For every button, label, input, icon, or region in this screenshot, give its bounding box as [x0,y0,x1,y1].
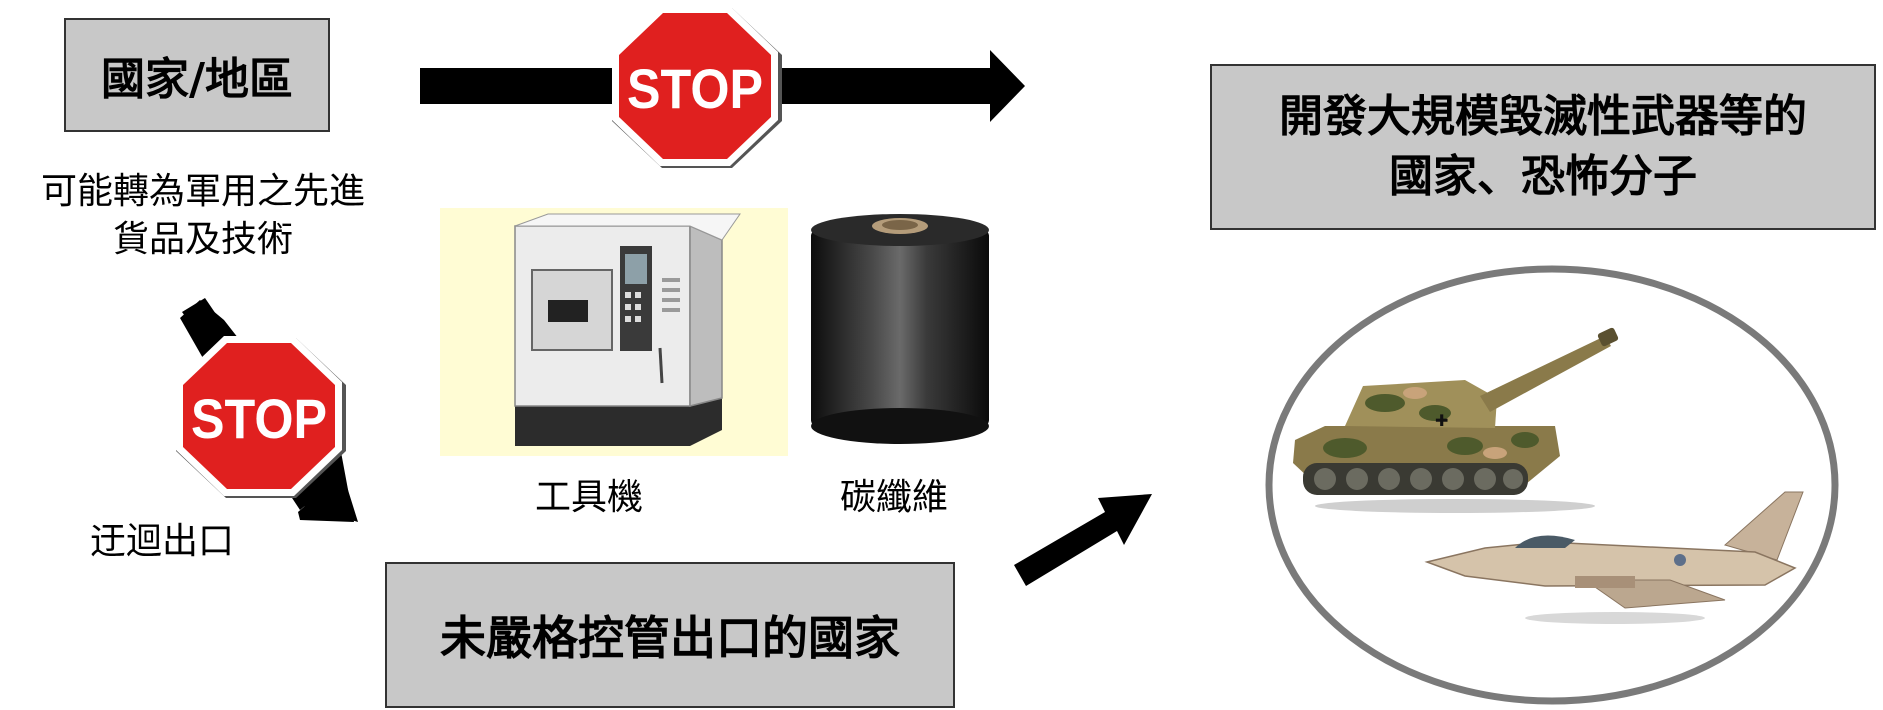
goods-caption-line2: 貨品及技術 [112,219,293,260]
stop-sign-top-text: STOP [627,57,763,120]
target-country-line2: 國家、恐怖分子 [1389,151,1697,202]
goods-caption: 可能轉為軍用之先進 貨品及技術 [10,168,396,264]
stop-sign-left-text: STOP [191,387,327,450]
lax-export-country-box: 未嚴格控管出口的國家 [385,562,955,708]
stop-sign-left: STOP [176,336,346,498]
svg-text:✚: ✚ [1435,411,1448,430]
item-label-carbon-fiber: 碳纖維 [840,477,949,518]
target-country-line1: 開發大規模毀滅性武器等的 [1279,91,1807,142]
target-country-box: 開發大規模毀滅性武器等的 國家、恐怖分子 [1210,64,1876,230]
carbon-fiber-spool-image [811,214,989,444]
tank-icon: ✚ [1293,327,1619,513]
detour-caption: 迂迴出口 [90,521,235,562]
fighter-jet-icon [1424,491,1804,624]
source-country-box: 國家/地區 [64,18,330,132]
machine-tool-image [440,208,788,456]
item-label-machine-tool: 工具機 [535,477,644,518]
stop-sign-top: STOP [612,6,782,168]
source-country-label: 國家/地區 [100,54,294,105]
lax-export-country-label: 未嚴格控管出口的國家 [440,611,900,665]
goods-caption-line1: 可能轉為軍用之先進 [40,171,365,212]
